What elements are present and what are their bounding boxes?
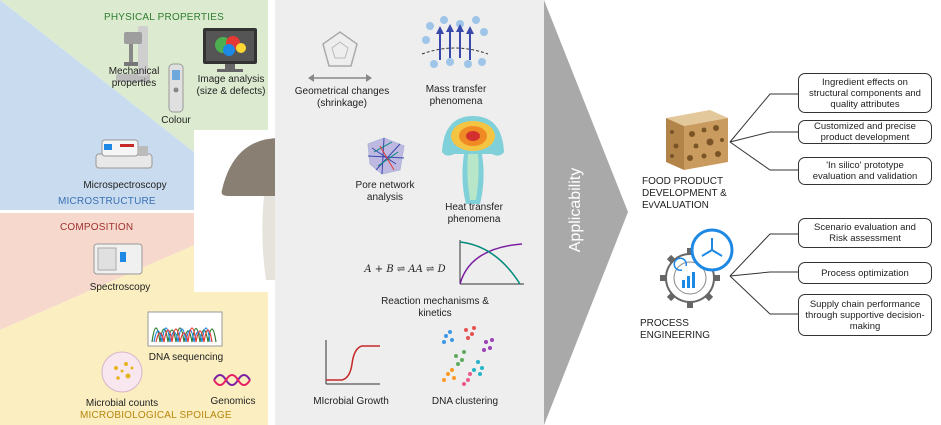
food-item-box: Customized and precise product developme… [798, 120, 932, 144]
food-item-box: Ingredient effects on structural compone… [798, 73, 932, 113]
process-gear-clock-icon [660, 228, 734, 308]
microbial-growth-label: MIcrobial Growth [313, 396, 389, 407]
dna-sequencing-label: DNA sequencing [148, 352, 224, 363]
applicability-label: Applicability [567, 167, 584, 253]
image-analysis-monitor-icon [203, 28, 257, 72]
colorimeter-icon [168, 63, 184, 113]
dna-helix-icon [213, 374, 251, 386]
petri-dish-icon [101, 351, 143, 393]
process-item-box: Supply chain performance through support… [798, 294, 932, 336]
composition-title: COMPOSITION [60, 222, 134, 233]
microstructure-title: MICROSTRUCTURE [58, 196, 156, 207]
microbial-counts-label: Microbial counts [85, 398, 159, 409]
kinetics-chart-icon [459, 240, 524, 285]
dna-sequencing-chart-icon [147, 311, 223, 347]
pore-network-label: Pore network analysis [355, 180, 415, 203]
food-connector-lines [729, 93, 798, 171]
spectroscopy-label: Spectroscopy [89, 282, 151, 293]
microbiological-spoilage-title: MICROBIOLOGICAL SPOILAGE [80, 410, 232, 421]
food-product-development-title: FOOD PRODUCT DEVELOPMENT & EvVALUATION [642, 176, 727, 211]
dna-clustering-label: DNA clustering [431, 396, 499, 407]
process-connector-lines [729, 233, 798, 315]
middle-panel [275, 0, 544, 425]
shrinkage-arrow-icon [308, 74, 372, 82]
dodecahedron-icon [322, 31, 358, 67]
genomics-label: Genomics [210, 396, 256, 407]
heat-transfer-label: Heat transfer phenomena [445, 202, 503, 225]
pore-network-icon [367, 137, 405, 175]
reaction-formula: A + B ⇌ AA ⇌ D [364, 264, 446, 275]
mass-transfer-label: Mass transfer phenomena [425, 84, 487, 107]
sponge-food-structure-icon [666, 110, 728, 170]
process-item-box: Scenario evaluation and Risk assessment [798, 218, 932, 248]
geometrical-changes-label: Geometrical changes (shrinkage) [294, 86, 390, 109]
texture-analyzer-icon [116, 26, 150, 82]
reaction-mechanisms-label: Reaction mechanisms & kinetics [381, 296, 489, 319]
process-engineering-title: PROCESS ENGINEERING [640, 318, 711, 341]
mass-transfer-icon [421, 16, 489, 68]
physical-properties-title: PHYSICAL PROPERTIES [104, 12, 224, 23]
heat-transfer-mushroom-icon [442, 116, 504, 204]
applicability-arrow [544, 0, 628, 425]
microspectroscope-icon [95, 139, 153, 169]
image-analysis-label: Image analysis (size & defects) [196, 74, 266, 97]
microbial-growth-chart-icon [325, 340, 380, 385]
mechanical-properties-label: Mechanical properties [108, 66, 160, 89]
colour-label: Colour [161, 115, 191, 126]
microspectroscopy-label: Microspectroscopy [83, 180, 167, 191]
spectrometer-icon [93, 243, 143, 275]
process-item-box: Process optimization [798, 262, 932, 284]
dna-clustering-icon [442, 326, 494, 386]
food-item-box: 'In silico' prototype evaluation and val… [798, 157, 932, 185]
